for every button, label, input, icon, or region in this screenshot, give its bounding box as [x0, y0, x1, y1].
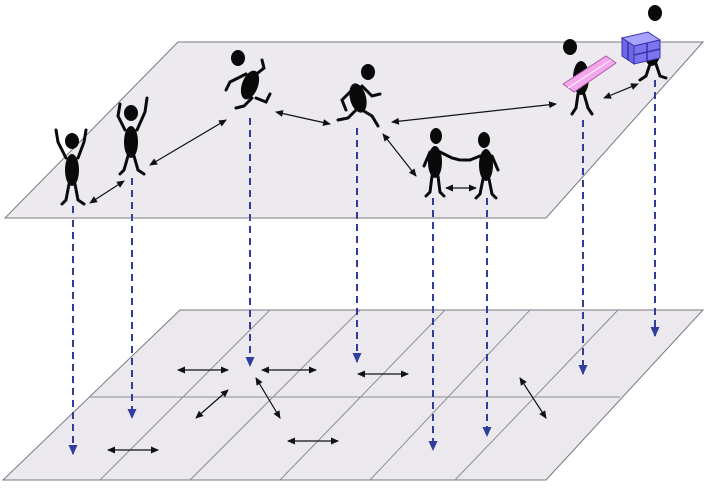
figure-waving-2 — [116, 96, 149, 176]
top-plane — [3, 41, 704, 219]
figure-carrying-purple-gift — [620, 5, 668, 82]
grid-cell-arrows — [107, 366, 547, 454]
figure-handshake-left — [422, 128, 462, 198]
figure-carrying-pink-box — [562, 39, 617, 116]
figure-running-1 — [224, 50, 272, 110]
figure-running-2 — [336, 64, 382, 128]
projection-arrow-origins — [72, 80, 656, 218]
bottom-plane — [1, 309, 704, 481]
figure-waving-1 — [54, 128, 88, 206]
interaction-arrows — [89, 83, 639, 204]
figure-handshake-right — [460, 132, 500, 200]
purple-gift-icon — [620, 31, 662, 65]
